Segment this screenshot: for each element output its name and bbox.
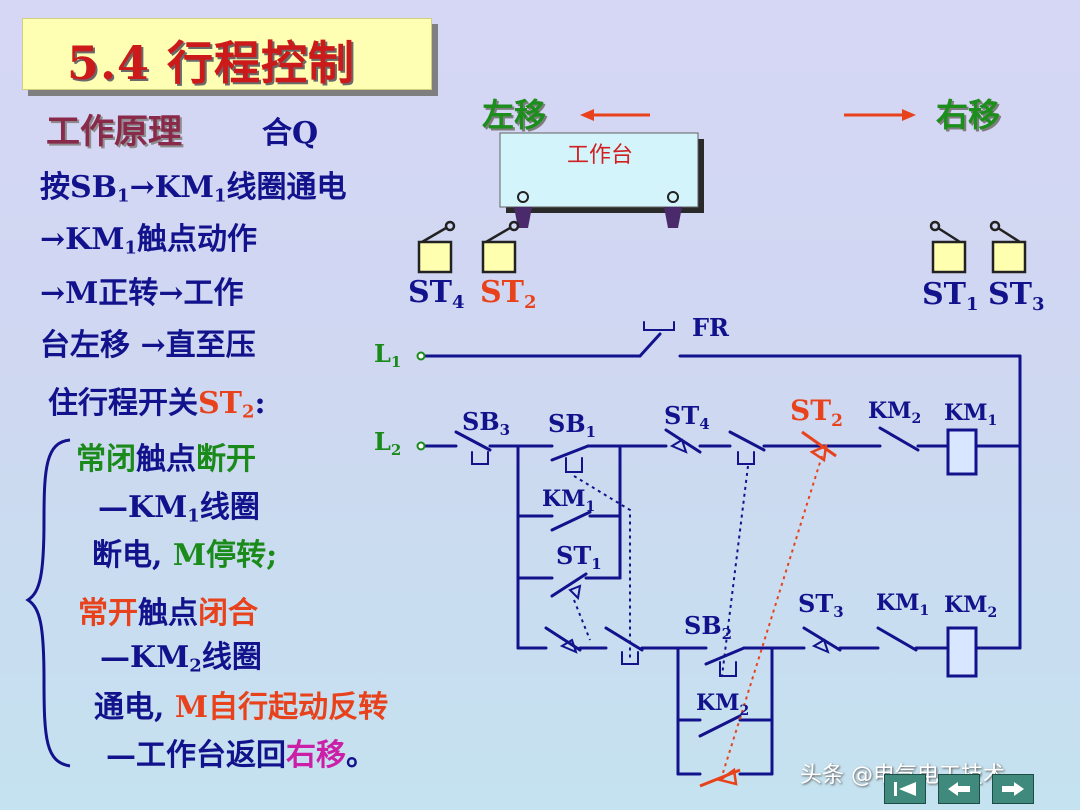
text-seg: 按SB: [40, 170, 118, 205]
next-slide-icon: [1002, 782, 1024, 796]
text-seg: M: [174, 690, 209, 725]
text-sub: 2: [189, 655, 202, 677]
branch1-line-3: 断电, M停转;: [92, 530, 277, 574]
close-q-text: 合Q: [262, 116, 319, 151]
label-km2-coil: KM2: [944, 592, 997, 621]
text-seg: 常开: [78, 596, 138, 631]
text-sub: 1: [124, 237, 137, 259]
text-seg: 住行程开关: [48, 386, 198, 421]
text-sub: 2: [242, 401, 255, 423]
text-seg: 右移: [286, 738, 346, 773]
label-sb1: SB1: [548, 409, 596, 441]
slide-title: 5.4 行程控制: [67, 36, 356, 90]
label-km1-hold: KM1: [542, 486, 595, 515]
label-st3-contact: ST3: [798, 589, 844, 621]
work-table: 工作台: [499, 132, 704, 228]
label-km1-nc: KM1: [876, 590, 929, 619]
label-st2: ST2: [480, 275, 537, 313]
heading-working-principle: 工作原理: [46, 112, 182, 152]
label-l2: L2: [374, 427, 401, 459]
text-seg: M: [172, 538, 207, 573]
terminal-l2-icon: [416, 441, 426, 451]
arrow-left-icon: [580, 109, 650, 121]
label-km2-hold: KM2: [696, 690, 749, 719]
text-seg: 常闭: [76, 442, 136, 477]
text-seg: 断开: [196, 442, 256, 477]
text-seg: 通电,: [94, 690, 175, 725]
label-st1: ST1: [922, 277, 979, 315]
label-st4: ST4: [408, 275, 465, 313]
limit-switch-st3-icon: [989, 220, 1027, 274]
text-seg: →KM: [129, 170, 214, 205]
step-line-4: 台左移 →直至压: [40, 328, 256, 363]
step-line-1: 按SB1→KM1线圈通电: [40, 162, 347, 207]
terminal-l1-icon: [416, 351, 426, 361]
text-seg: 自行起动反转: [208, 690, 389, 725]
branch1-line-1: 常闭触点断开: [76, 434, 256, 478]
arrow-right-icon: [844, 109, 916, 121]
label-km2-nc: KM2: [868, 398, 921, 427]
text-seg: →KM: [40, 222, 125, 257]
work-table-label: 工作台: [567, 143, 633, 168]
text-sub: 1: [117, 185, 130, 207]
text-seg: 线圈: [199, 490, 260, 525]
text-seg: 触点动作: [136, 222, 257, 257]
text-seg: 闭合: [198, 596, 258, 631]
limit-switch-st4-icon: [417, 220, 456, 274]
text-seg: 触点: [136, 442, 196, 477]
step-line-2: →KM1触点动作: [40, 214, 257, 259]
title-box: 5.4 行程控制: [22, 18, 432, 90]
text-seg: —KM: [100, 640, 190, 675]
text-seg: 断电,: [92, 538, 173, 573]
curly-brace: [25, 438, 71, 768]
text-seg: ST: [198, 386, 242, 421]
label-sb2: SB2: [684, 611, 732, 643]
text-seg: 线圈: [201, 640, 262, 675]
branch2-line-3: 通电, M自行起动反转: [94, 682, 388, 726]
branch1-line-2: —KM1线圈: [98, 482, 260, 527]
step-line-5: 住行程开关ST2:: [48, 378, 266, 423]
label-fr: FR: [692, 313, 730, 342]
label-l1: L1: [374, 339, 401, 371]
label-sb3: SB3: [462, 407, 510, 439]
label-st1-contact: ST1: [556, 541, 602, 573]
text-seg: —工作台返回: [106, 738, 286, 773]
label-st3: ST3: [988, 277, 1045, 315]
text-seg: 停转;: [206, 538, 278, 573]
text-seg: —KM: [98, 490, 188, 525]
text-seg: 。: [346, 738, 376, 773]
branch2-line-2: —KM2线圈: [100, 632, 262, 677]
label-st2-contact: ST2: [790, 394, 843, 431]
move-left-label: 左移: [482, 96, 547, 134]
text-sub: 1: [213, 185, 227, 207]
previous-slide-button[interactable]: [938, 774, 980, 804]
step-line-3: →M正转→工作: [40, 276, 244, 311]
first-slide-icon: [894, 782, 916, 796]
text-seg: 线圈通电: [226, 170, 347, 205]
limit-switch-st1-icon: [929, 220, 967, 274]
label-km1-coil: KM1: [944, 400, 997, 429]
text-seg: :: [254, 386, 266, 421]
move-right-label: 右移: [936, 96, 1001, 134]
branch2-line-4: —工作台返回右移。: [106, 730, 376, 774]
branch2-line-1: 常开触点闭合: [78, 588, 258, 632]
first-slide-button[interactable]: [884, 774, 926, 804]
label-st4-contact: ST4: [664, 401, 710, 433]
text-seg: 触点: [138, 596, 198, 631]
previous-slide-icon: [948, 782, 970, 796]
next-slide-button[interactable]: [992, 774, 1034, 804]
text-sub: 1: [187, 505, 200, 527]
limit-switch-st2-icon: [481, 220, 520, 274]
